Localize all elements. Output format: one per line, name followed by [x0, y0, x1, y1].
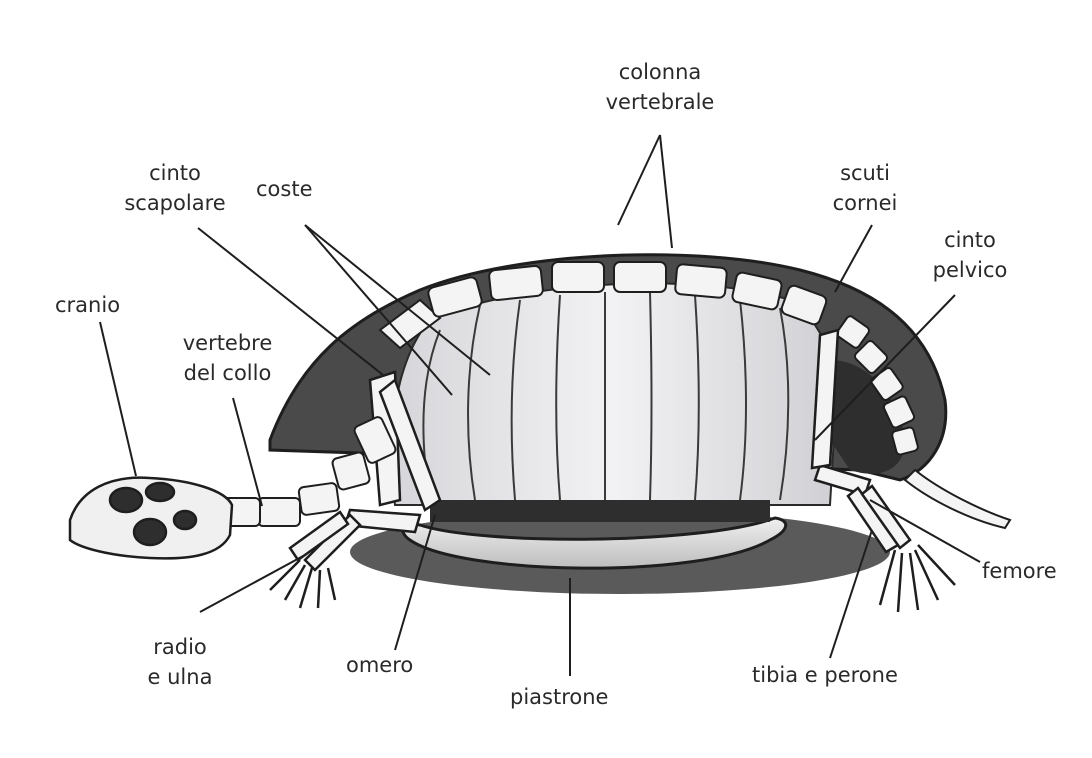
label-cinto-scapolare: cinto scapolare: [110, 158, 240, 218]
label-radio-e-ulna: radio e ulna: [130, 632, 230, 692]
leader-colonna-2: [660, 135, 672, 248]
skull: [70, 478, 232, 559]
label-omero: omero: [346, 650, 413, 680]
label-femore: femore: [982, 556, 1057, 586]
label-piastrone: piastrone: [510, 682, 608, 712]
body-cavity: [391, 283, 835, 505]
label-tibia-e-perone: tibia e perone: [752, 660, 898, 690]
label-cranio: cranio: [55, 290, 120, 320]
leader-radio-ulna: [200, 555, 305, 612]
leader-scuti-cornei: [835, 225, 872, 292]
bridge: [430, 500, 770, 522]
leader-colonna-1: [618, 135, 660, 225]
leader-cranio: [100, 322, 136, 476]
label-coste: coste: [256, 174, 313, 204]
label-cinto-pelvico: cinto pelvico: [915, 225, 1025, 285]
label-vertebre-del-collo: vertebre del collo: [165, 328, 290, 388]
leader-vertebre-collo: [233, 398, 262, 506]
label-scuti-cornei: scuti cornei: [815, 158, 915, 218]
label-colonna-vertebrale: colonna vertebrale: [595, 57, 725, 117]
